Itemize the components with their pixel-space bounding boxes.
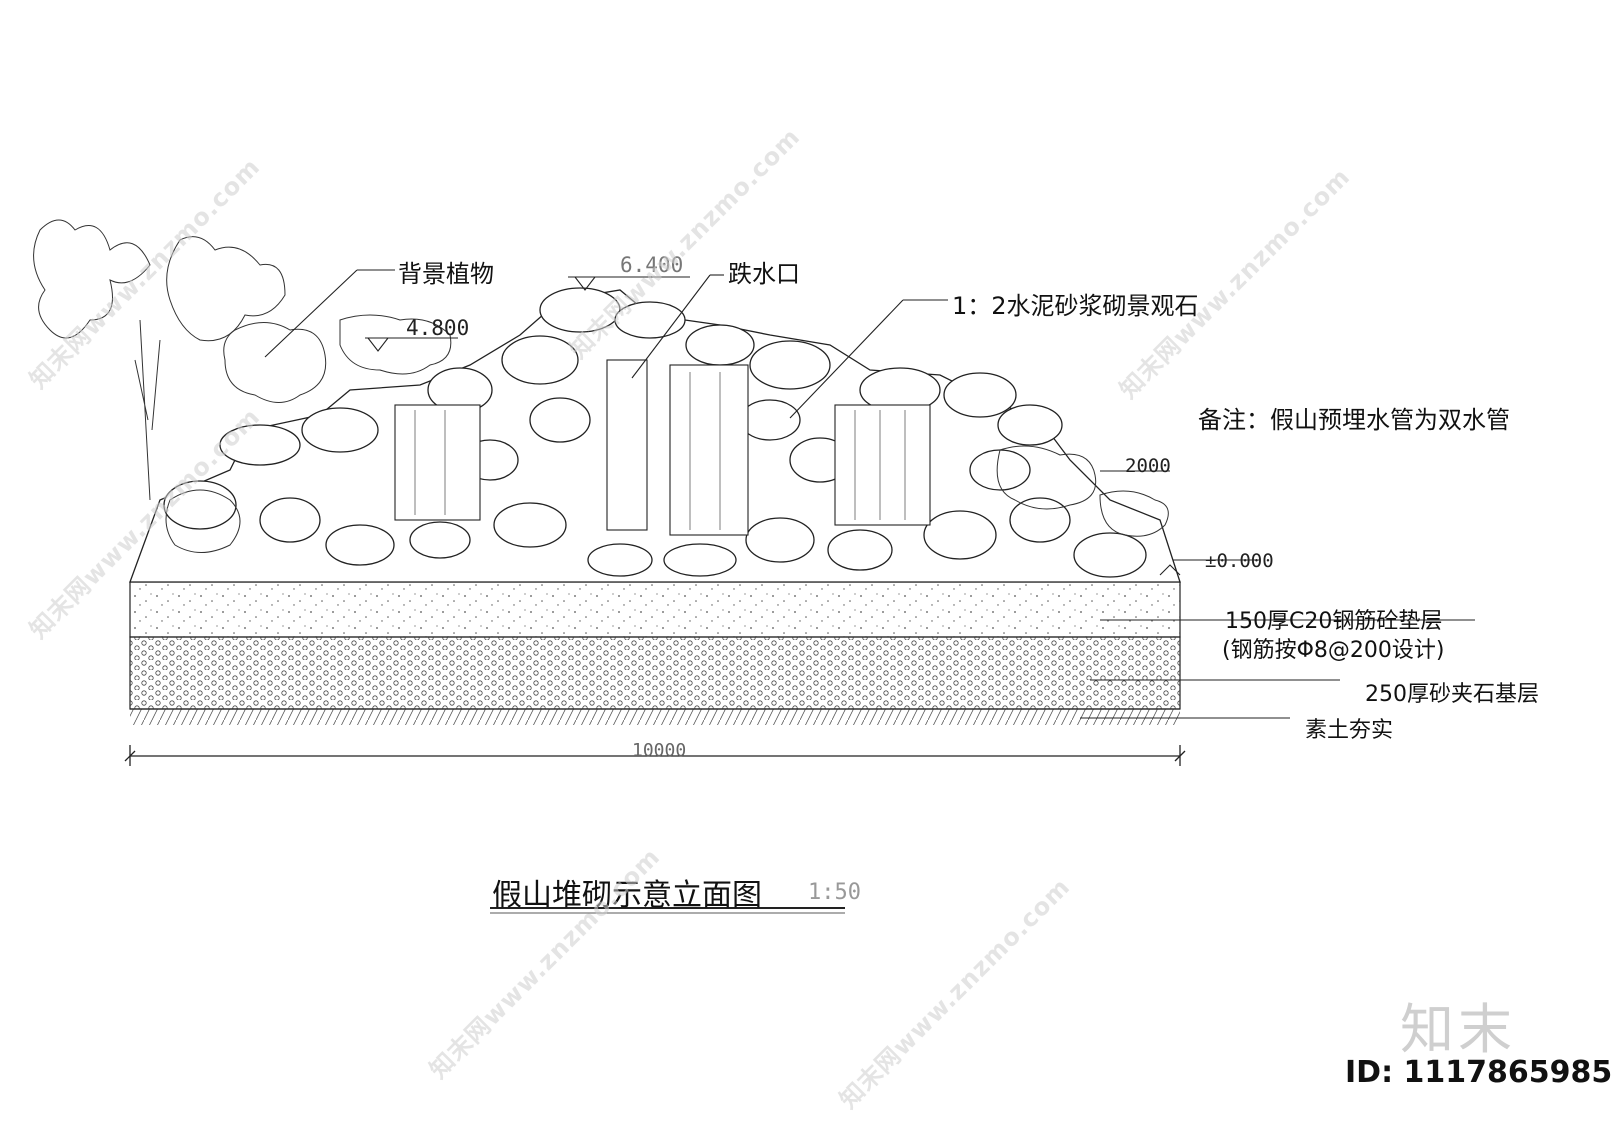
label-concrete-rebar: (钢筋按Φ8@200设计): [1222, 638, 1445, 663]
compacted-soil: [130, 708, 1180, 725]
label-compacted-soil: 素土夯实: [1305, 718, 1394, 743]
elevation-top: 6.400: [620, 253, 684, 277]
concrete-layer: [129, 581, 1181, 638]
total-dimension-line: [124, 745, 1186, 766]
width-right: 2000: [1125, 455, 1171, 477]
drawing-scale: 1:50: [808, 880, 861, 905]
leader-lines: [264, 269, 1475, 719]
sand-stone-layer: [129, 636, 1181, 710]
elevation-zero: ±0.000: [1205, 550, 1274, 572]
background-trees: [33, 219, 1169, 553]
brand-logo: 知末: [1400, 998, 1516, 1061]
elevation-left: 4.800: [406, 316, 470, 340]
drawing-title: 假山堆砌示意立面图: [492, 878, 762, 913]
label-sand-stone-layer: 250厚砂夹石基层: [1365, 682, 1539, 707]
title-underline: [490, 907, 845, 914]
elevation-markers: [365, 276, 1260, 576]
label-waterfall-outlet: 跌水口: [728, 260, 800, 288]
label-concrete-layer: 150厚C20钢筋砼垫层: [1225, 609, 1443, 634]
rockery: [129, 287, 1181, 583]
label-rockery-stone: 1：2水泥砂浆砌景观石: [952, 292, 1199, 320]
image-id: ID: 1117865985: [1345, 1055, 1612, 1090]
waterfall-sheets: [394, 359, 931, 536]
label-note: 备注：假山预埋水管为双水管: [1198, 406, 1510, 434]
label-background-plants: 背景植物: [398, 260, 494, 288]
total-width: 10000: [632, 740, 687, 761]
